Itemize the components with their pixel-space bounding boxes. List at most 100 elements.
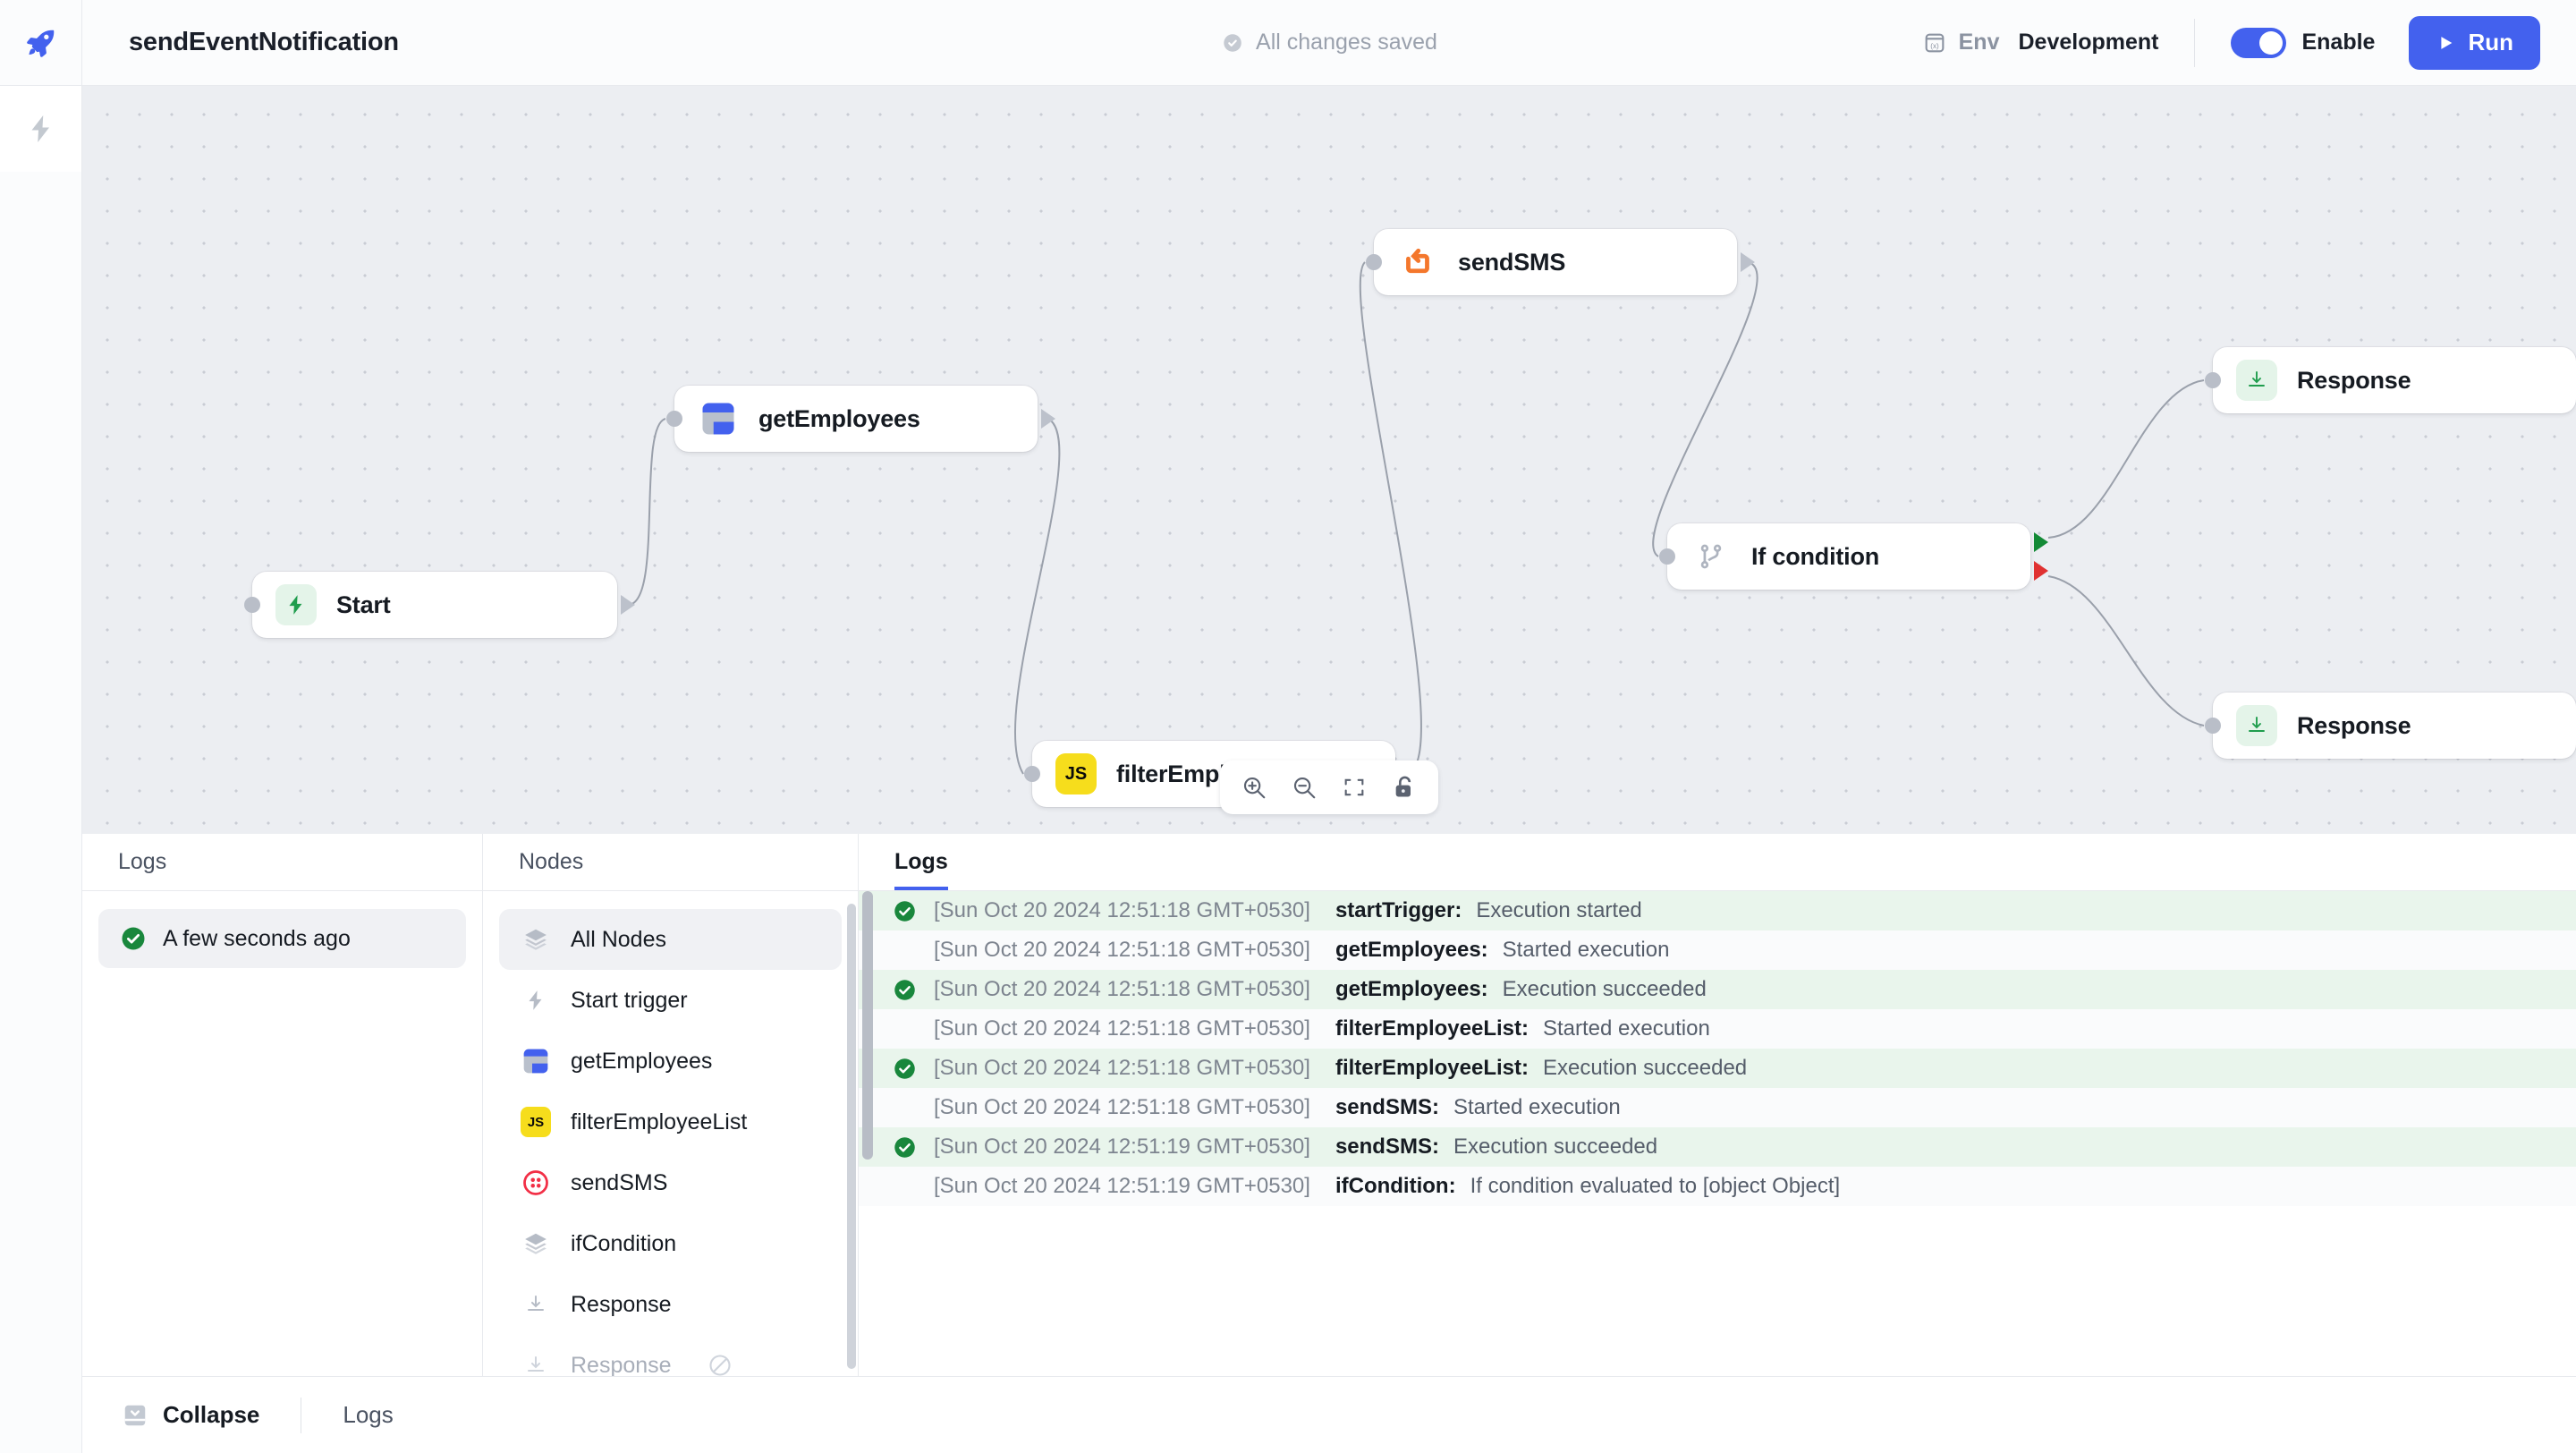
zoom-out-icon[interactable] [1279, 762, 1329, 812]
node-list-item-label: getEmployees [571, 1048, 713, 1074]
variable-box-icon: (x) [1922, 30, 1947, 55]
node-list-item-response[interactable]: Response [499, 1274, 842, 1335]
node-input-handle[interactable] [244, 597, 260, 613]
node-list-item-start-trigger[interactable]: Start trigger [499, 970, 842, 1031]
node-input-handle[interactable] [1659, 548, 1675, 565]
node-input-handle[interactable] [1366, 254, 1382, 270]
fit-view-icon[interactable] [1329, 762, 1379, 812]
logs-tabbar: Logs [859, 834, 2576, 891]
log-timestamp: [Sun Oct 20 2024 12:51:18 GMT+0530] [934, 938, 1310, 962]
canvas-node-label: getEmployees [758, 404, 920, 432]
canvas-node-label: Response [2297, 711, 2411, 739]
canvas-node-response-false[interactable]: Response [2205, 693, 2576, 759]
node-list-item-ifcondition[interactable]: ifCondition [499, 1213, 842, 1274]
svg-text:(x): (x) [1930, 41, 1939, 49]
database-blue-icon [521, 1046, 551, 1076]
log-message: Execution started [1476, 898, 1642, 922]
rocket-icon [23, 25, 59, 61]
lightning-gray-icon [521, 985, 551, 1015]
runs-column-header: Logs [82, 834, 482, 891]
save-status-label: All changes saved [1256, 30, 1437, 55]
node-list-item-all[interactable]: All Nodes [499, 909, 842, 970]
play-icon [2436, 33, 2455, 53]
env-selector[interactable]: (x) Env Development [1922, 30, 2158, 55]
node-output-handle[interactable] [621, 595, 635, 615]
tab-logs[interactable]: Logs [894, 849, 948, 890]
node-list-item-label: sendSMS [571, 1169, 668, 1195]
node-list-item-response-disabled[interactable]: Response [499, 1335, 842, 1376]
flow-canvas[interactable]: Start getEmployees JS [82, 86, 2576, 834]
run-button[interactable]: Run [2409, 15, 2540, 70]
top-header: sendEventNotification All changes saved [82, 0, 2576, 86]
canvas-node-response-true[interactable]: Response [2205, 347, 2576, 413]
twilio-red-icon [521, 1168, 551, 1198]
canvas-node-getemployees[interactable]: getEmployees [666, 386, 1055, 452]
node-input-handle[interactable] [1024, 766, 1040, 782]
log-row: [Sun Oct 20 2024 12:51:18 GMT+0530] filt… [859, 1009, 2576, 1049]
node-output-handle-true[interactable] [2034, 531, 2048, 552]
response-gray-icon [521, 1289, 551, 1320]
collapse-label: Collapse [163, 1401, 260, 1428]
app-logo[interactable] [0, 0, 81, 86]
status-icon [893, 978, 934, 1002]
js-icon: JS [521, 1107, 551, 1137]
nodes-scrollbar[interactable] [847, 904, 856, 1369]
node-output-handle[interactable] [1741, 252, 1755, 272]
node-output-handle[interactable] [1041, 409, 1055, 429]
env-label: Env [1958, 30, 2000, 55]
log-row: [Sun Oct 20 2024 12:51:18 GMT+0530] send… [859, 1088, 2576, 1127]
logs-list-body[interactable]: [Sun Oct 20 2024 12:51:18 GMT+0530] star… [859, 891, 2576, 1376]
footer-tab-logs[interactable]: Logs [343, 1401, 394, 1428]
canvas-node-ifcondition[interactable]: If condition [1659, 523, 2048, 590]
log-row: [Sun Oct 20 2024 12:51:18 GMT+0530] filt… [859, 1049, 2576, 1088]
zoom-in-icon[interactable] [1229, 762, 1279, 812]
unlock-icon[interactable] [1379, 762, 1429, 812]
run-list-item[interactable]: A few seconds ago [98, 909, 466, 968]
nodes-column-header: Nodes [483, 834, 858, 891]
node-list-item-label: ifCondition [571, 1230, 677, 1256]
status-icon [893, 899, 934, 923]
node-list-item-getemployees[interactable]: getEmployees [499, 1031, 842, 1092]
lightning-bolt-green-icon [275, 584, 317, 625]
panel-collapse-icon [122, 1402, 148, 1429]
log-node-name: startTrigger: [1335, 898, 1462, 922]
node-list-item-label: filterEmployeeList [571, 1109, 748, 1134]
log-timestamp: [Sun Oct 20 2024 12:51:18 GMT+0530] [934, 1016, 1310, 1041]
enable-toggle[interactable] [2231, 27, 2287, 58]
log-node-name: sendSMS: [1335, 1134, 1439, 1159]
logs-scrollbar[interactable] [862, 891, 873, 1160]
collapse-button[interactable]: Collapse [122, 1401, 259, 1429]
js-icon: JS [1055, 753, 1097, 794]
node-list-item-label: Response [571, 1352, 672, 1377]
header-divider [2194, 18, 2196, 67]
node-input-handle[interactable] [2205, 372, 2221, 388]
canvas-node-sendsms[interactable]: sendSMS [1366, 229, 1755, 295]
enable-toggle-group[interactable]: Enable [2231, 27, 2375, 58]
nodes-list[interactable]: All Nodes Start trigger [483, 891, 858, 1376]
node-list-item-filteremployeelist[interactable]: JS filterEmployeeList [499, 1092, 842, 1152]
sidebar-item-triggers[interactable] [0, 86, 81, 172]
log-node-name: filterEmployeeList: [1335, 1056, 1529, 1080]
log-message: Started execution [1502, 938, 1670, 962]
log-timestamp: [Sun Oct 20 2024 12:51:18 GMT+0530] [934, 1095, 1310, 1119]
node-input-handle[interactable] [2205, 718, 2221, 734]
log-message: Execution succeeded [1502, 977, 1707, 1001]
runs-column: Logs A few seconds ago [82, 834, 483, 1376]
log-row: [Sun Oct 20 2024 12:51:19 GMT+0530] ifCo… [859, 1167, 2576, 1206]
response-green-icon [2236, 360, 2277, 401]
canvas-node-start[interactable]: Start [244, 572, 635, 638]
log-row: [Sun Oct 20 2024 12:51:18 GMT+0530] star… [859, 891, 2576, 930]
canvas-node-label: Start [336, 591, 391, 618]
canvas-node-label: sendSMS [1458, 248, 1566, 276]
bottom-footer: Collapse Logs [82, 1376, 2576, 1453]
node-list-item-label: Start trigger [571, 987, 688, 1013]
log-timestamp: [Sun Oct 20 2024 12:51:18 GMT+0530] [934, 1056, 1310, 1080]
layers-icon [521, 924, 551, 955]
save-status: All changes saved [1221, 30, 1437, 55]
node-list-item-sendsms[interactable]: sendSMS [499, 1152, 842, 1213]
node-output-handle-false[interactable] [2034, 561, 2048, 582]
node-input-handle[interactable] [666, 411, 682, 427]
disabled-icon [708, 1353, 733, 1376]
log-timestamp: [Sun Oct 20 2024 12:51:18 GMT+0530] [934, 977, 1310, 1001]
canvas-node-label: Response [2297, 366, 2411, 394]
